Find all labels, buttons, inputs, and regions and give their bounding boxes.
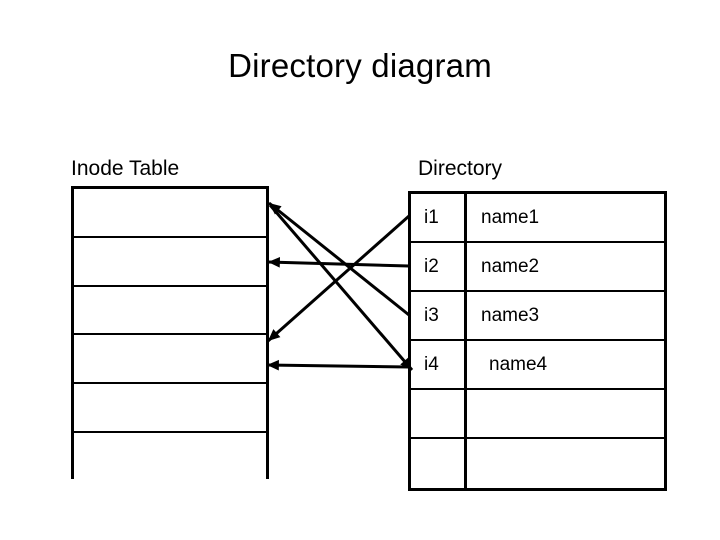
inode-table-row (74, 237, 266, 287)
arrow-i4-to-inode-row4 (266, 363, 410, 369)
directory-inode-cell (411, 439, 467, 488)
inode-table-row (74, 286, 266, 336)
arrow-i3-to-inode-row1 (268, 201, 410, 317)
arrow-inode-row1-to-i4 (268, 204, 414, 371)
directory-inode-cell (411, 390, 467, 437)
directory-name-cell: name1 (481, 207, 540, 228)
directory-table-row: i4 name4 (411, 341, 664, 390)
inode-table-label: Inode Table (71, 157, 180, 180)
directory-table-row: i2 name2 (411, 243, 664, 292)
directory-inode-cell: i3 (411, 292, 467, 339)
directory-table-row (411, 439, 664, 488)
arrow-i2-to-inode-row2 (267, 260, 410, 268)
directory-inode-cell: i2 (411, 243, 467, 290)
directory-name-cell (467, 390, 664, 437)
directory-name-cell: name4 (489, 354, 548, 375)
inode-table-row (74, 433, 266, 482)
arrow-i2-to-inode-row2-head (268, 257, 281, 268)
directory-name-cell: name2 (481, 256, 540, 277)
arrow-i1-to-inode-row4 (267, 214, 410, 343)
inode-table-row (74, 335, 266, 385)
inode-table (71, 186, 269, 482)
inode-table-row (74, 384, 266, 434)
directory-table-label: Directory (418, 157, 503, 180)
directory-inode-cell: i1 (411, 194, 467, 241)
arrow-i1-to-inode-row4-head (268, 329, 281, 341)
directory-table: i1 name1 i2 name2 i3 name3 i4 name4 (408, 191, 667, 491)
directory-inode-cell: i4 (411, 341, 467, 388)
directory-table-row (411, 390, 664, 439)
directory-name-cell: name3 (481, 305, 540, 326)
inode-table-row (74, 189, 266, 238)
page-title: Directory diagram (228, 47, 492, 84)
directory-table-row: i3 name3 (411, 292, 664, 341)
arrow-i3-to-inode-row1-head (269, 203, 282, 215)
directory-table-row: i1 name1 (411, 194, 664, 243)
directory-name-cell (467, 439, 664, 488)
